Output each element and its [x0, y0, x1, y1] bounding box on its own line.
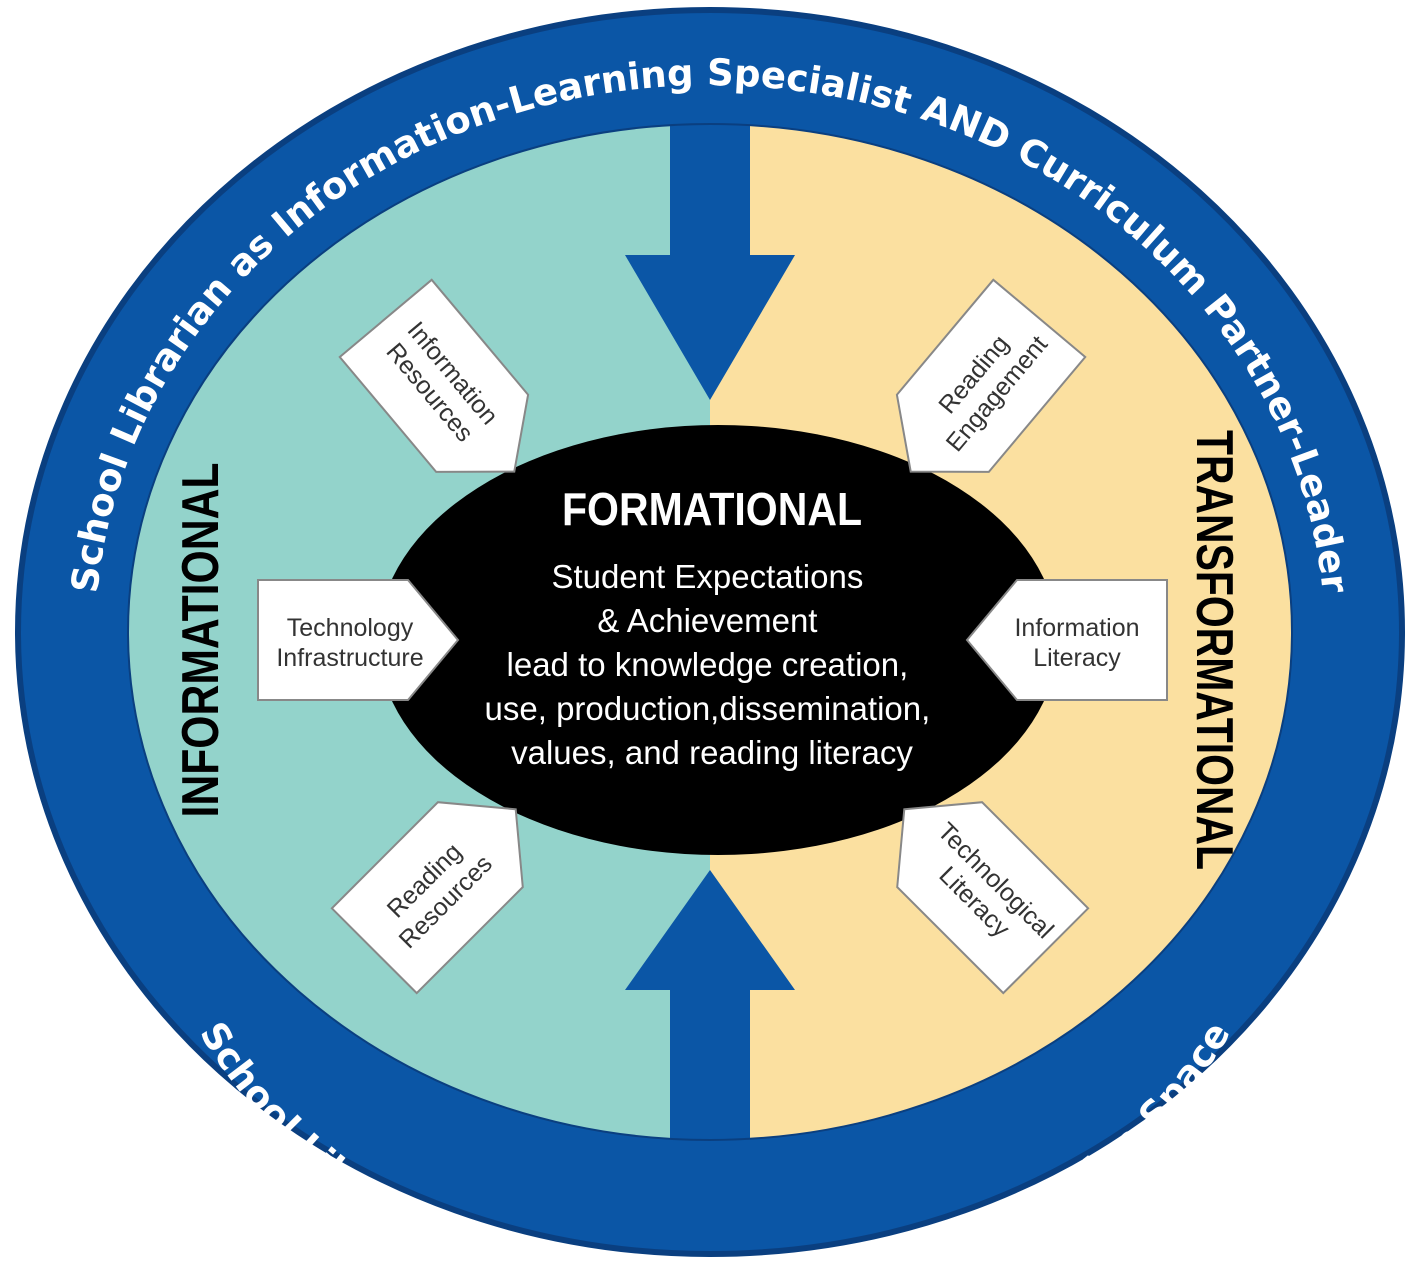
center-title: FORMATIONAL [562, 483, 862, 535]
down-arrow [625, 124, 795, 400]
transformational-label: TRANSFORMATIONAL [1185, 430, 1243, 870]
formational-center [378, 425, 1058, 855]
center-text: Student Expectations & Achievement lead … [485, 558, 940, 771]
informational-label: INFORMATIONAL [172, 463, 230, 818]
up-arrow [625, 870, 795, 1140]
information-resources-box: InformationResources [338, 278, 562, 512]
